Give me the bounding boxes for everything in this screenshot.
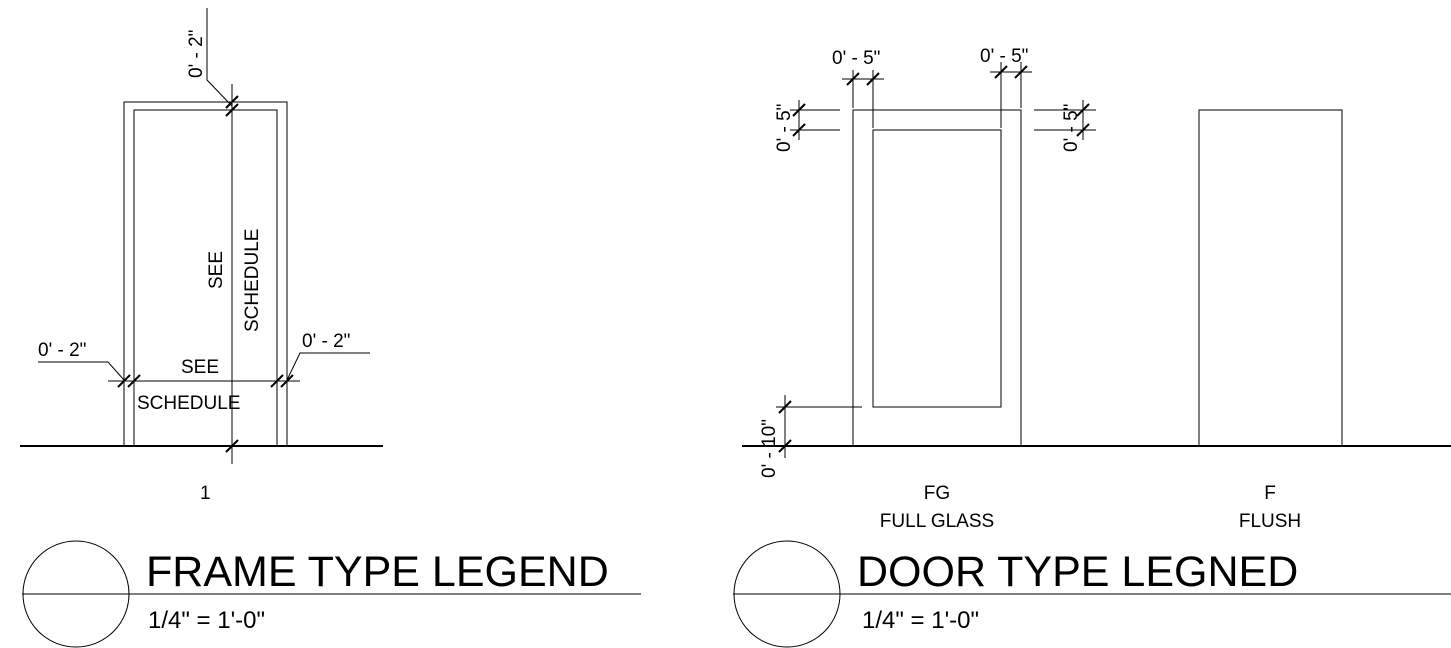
frame-width-tick-left-2 xyxy=(127,374,141,388)
door-left-side-dim-text: 0' - 5" xyxy=(774,104,795,152)
frame-height-tick-bottom xyxy=(225,439,239,453)
door-title-text: DOOR TYPE LEGNED xyxy=(857,548,1298,596)
door-f-outline xyxy=(1198,109,1343,446)
door-top-right-tick-2 xyxy=(1014,65,1028,79)
frame-width-schedule-text: SCHEDULE xyxy=(137,393,240,414)
door-top-right-tick-1 xyxy=(994,65,1008,79)
frame-left-dim-text: 0' - 2" xyxy=(38,340,86,361)
frame-height-see-text: SEE xyxy=(206,251,227,289)
door-right-side-tick-1 xyxy=(1076,103,1090,117)
frame-height-schedule-text: SCHEDULE xyxy=(242,229,263,332)
door-right-side-tick-2 xyxy=(1076,123,1090,137)
frame-right-dim-leader xyxy=(286,352,370,381)
frame-title-text: FRAME TYPE LEGEND xyxy=(146,548,609,596)
frame-width-tick-left-1 xyxy=(117,374,131,388)
door-top-right-dim-text: 0' - 5" xyxy=(980,46,1028,67)
frame-type-mark: 1 xyxy=(200,483,211,504)
frame-type-legend: 0' - 2" SEE SCHEDULE 0' - 2" 0' - 2" SEE… xyxy=(20,8,641,648)
frame-width-tick-right-2 xyxy=(280,374,294,388)
frame-width-tick-right-1 xyxy=(270,374,284,388)
door-bottom-dim-text: 0' - 10" xyxy=(759,419,780,478)
frame-right-dim-text: 0' - 2" xyxy=(302,331,350,352)
frame-top-dim-leader xyxy=(206,8,233,107)
frame-left-dim-leader xyxy=(38,361,125,381)
door-fg-glass-lite xyxy=(872,129,1002,408)
door-right-side-dim-text: 0' - 5" xyxy=(1061,104,1082,152)
door-top-left-dim-text: 0' - 5" xyxy=(832,48,880,69)
door-left-side-tick-2 xyxy=(792,123,806,137)
door-bottom-tick-1 xyxy=(778,400,792,414)
door-top-left-tick-1 xyxy=(846,72,860,86)
frame-outer-outline xyxy=(123,101,288,446)
door-top-left-tick-2 xyxy=(866,72,880,86)
door-fg-outline xyxy=(852,109,1022,446)
frame-height-tick-top-2 xyxy=(225,103,239,117)
door-type-legend: 0' - 5" 0' - 5" 0' - 5" 0' - 5" 0' - 10"… xyxy=(733,46,1451,648)
door-left-side-tick-1 xyxy=(792,103,806,117)
door-f-code: F xyxy=(1264,483,1276,504)
door-f-name: FLUSH xyxy=(1239,511,1301,532)
frame-height-tick-top-1 xyxy=(225,95,239,109)
door-fg-name: FULL GLASS xyxy=(880,511,994,532)
door-bottom-tick-2 xyxy=(778,439,792,453)
frame-width-see-text: SEE xyxy=(181,357,219,378)
frame-scale-text: 1/4" = 1'-0" xyxy=(148,607,265,634)
frame-inner-outline xyxy=(133,109,278,446)
door-fg-code: FG xyxy=(924,483,950,504)
frame-top-dim-text: 0' - 2" xyxy=(186,30,207,78)
door-scale-text: 1/4" = 1'-0" xyxy=(862,607,979,634)
